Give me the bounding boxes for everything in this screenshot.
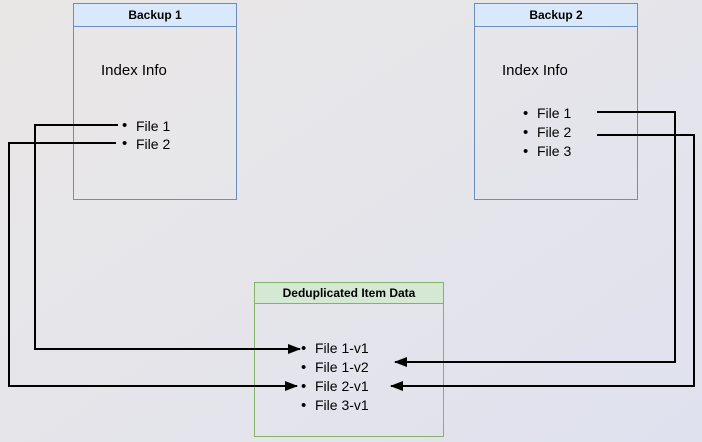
dedup-file-2-v1-label: File 2-v1: [315, 378, 369, 394]
dedup-file-1-v2-item: File 1-v2: [301, 358, 369, 377]
node-backup-2[interactable]: Backup 2 Index Info File 1 File 2 File 3: [474, 3, 638, 200]
backup-1-file-2-label: File 2: [136, 136, 171, 152]
node-backup-1[interactable]: Backup 1 Index Info File 1 File 2: [73, 3, 237, 200]
backup-2-index-info-label: Index Info: [502, 62, 568, 79]
backup-1-file-1-label: File 1: [136, 118, 171, 134]
dedup-file-1-v2-label: File 1-v2: [315, 359, 369, 375]
node-backup-1-title: Backup 1: [74, 4, 236, 27]
node-backup-2-title: Backup 2: [475, 4, 637, 27]
dedup-file-1-v1-label: File 1-v1: [315, 340, 369, 356]
backup-2-file-1-label: File 1: [537, 105, 572, 121]
backup-2-file-2-label: File 2: [537, 124, 572, 140]
backup-1-file-1-item: File 1: [122, 117, 170, 135]
dedup-file-3-v1-item: File 3-v1: [301, 396, 369, 415]
backup-2-file-list: File 1 File 2 File 3: [523, 104, 571, 161]
backup-2-file-3-label: File 3: [537, 143, 572, 159]
dedup-item-list: File 1-v1 File 1-v2 File 2-v1 File 3-v1: [301, 339, 369, 415]
dedup-file-3-v1-label: File 3-v1: [315, 397, 369, 413]
backup-1-file-list: File 1 File 2: [122, 117, 170, 153]
dedup-title: Deduplicated Item Data: [255, 283, 443, 304]
backup-2-file-1-item: File 1: [523, 104, 571, 123]
backup-1-index-info-label: Index Info: [101, 62, 167, 79]
backup-2-file-2-item: File 2: [523, 123, 571, 142]
dedup-file-2-v1-item: File 2-v1: [301, 377, 369, 396]
backup-2-file-3-item: File 3: [523, 142, 571, 161]
dedup-file-1-v1-item: File 1-v1: [301, 339, 369, 358]
node-deduplicated-item-data[interactable]: Deduplicated Item Data File 1-v1 File 1-…: [254, 282, 444, 437]
backup-1-file-2-item: File 2: [122, 135, 170, 153]
